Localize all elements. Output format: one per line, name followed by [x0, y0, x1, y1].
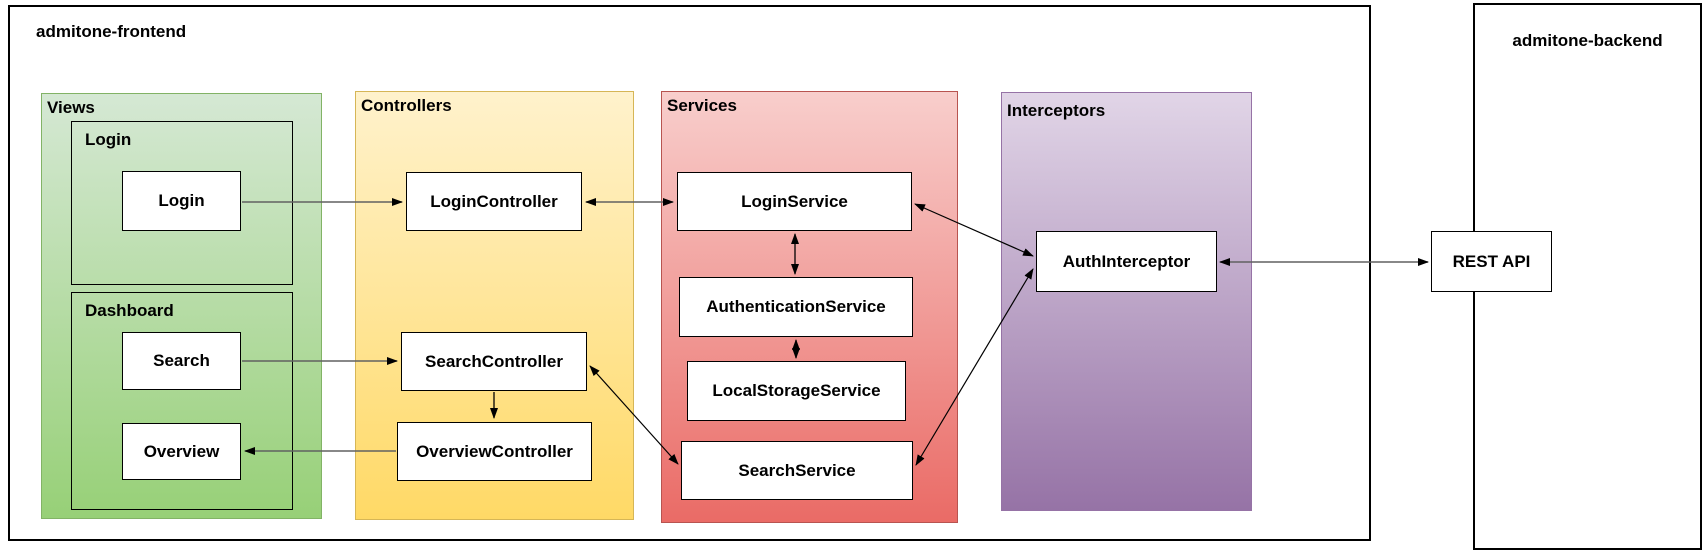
dashboard-frame-label: Dashboard [85, 301, 174, 320]
node-overview-controller: OverviewController [397, 422, 592, 481]
interceptors-group-label: Interceptors [1007, 101, 1106, 120]
node-search-service: SearchService [681, 441, 913, 500]
services-group-label: Services [667, 96, 737, 115]
interceptors-group: Interceptors [1001, 92, 1252, 511]
backend-container-label: admitone-backend [1512, 31, 1663, 50]
views-group: Views [41, 93, 322, 519]
node-rest-api: REST API [1431, 231, 1552, 292]
frontend-container-label: admitone-frontend [36, 22, 187, 41]
node-login-view: Login [122, 171, 241, 231]
node-search-view: Search [122, 332, 241, 390]
controllers-group-label: Controllers [361, 96, 452, 115]
views-group-label: Views [47, 98, 95, 117]
node-authentication-service: AuthenticationService [679, 277, 913, 337]
node-login-service: LoginService [677, 172, 912, 231]
login-frame: Login [71, 121, 293, 285]
node-local-storage-service: LocalStorageService [687, 361, 906, 421]
node-login-controller: LoginController [406, 172, 582, 231]
dashboard-frame: Dashboard [71, 292, 293, 510]
node-search-controller: SearchController [401, 332, 587, 391]
node-auth-interceptor: AuthInterceptor [1036, 231, 1217, 292]
node-overview-view: Overview [122, 423, 241, 480]
login-frame-label: Login [85, 130, 132, 149]
